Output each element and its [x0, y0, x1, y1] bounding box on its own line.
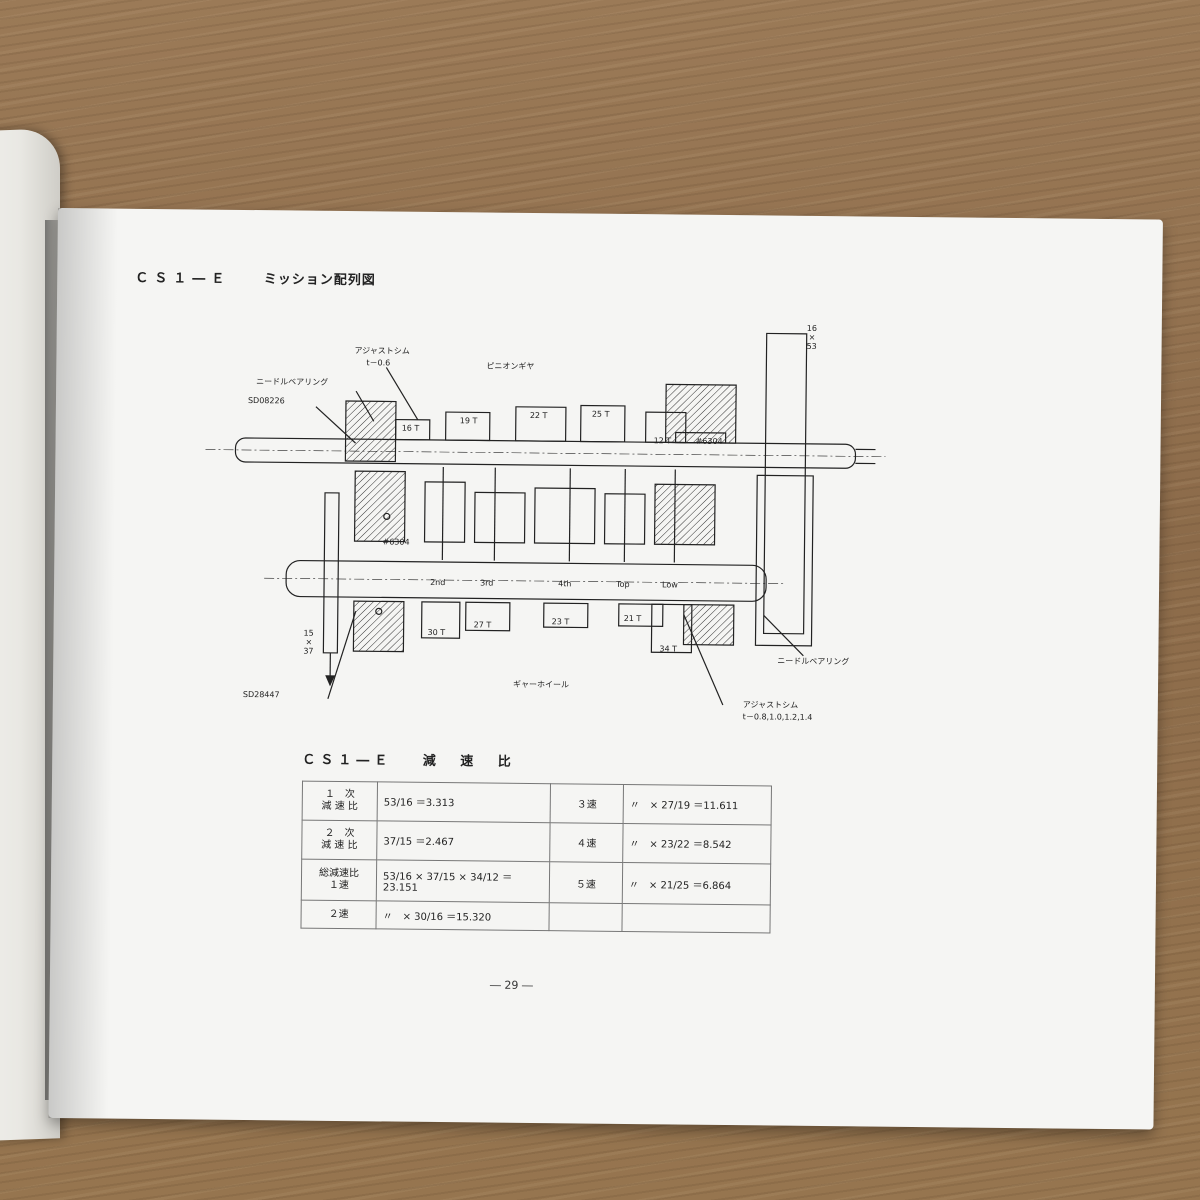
page-curl-shadow: [48, 208, 118, 1119]
ratio-title: ＣＳ１―Ｅ 減 速 比: [302, 749, 521, 770]
label-ratio-15-x: ×: [305, 637, 313, 647]
label-25t: 25 T: [591, 409, 610, 419]
row-label-line1: ２ 次: [324, 827, 355, 840]
transmission-diagram: アジャストシム t－0.6 ニードルベアリング SD08226 ピニオンギヤ 1…: [203, 310, 1027, 739]
label-adjust-shim-top: アジャストシム: [354, 346, 410, 356]
label-3rd: 3rd: [480, 578, 494, 588]
label-ratio-16-x: ×: [808, 332, 816, 342]
row-right-label: ５速: [549, 861, 623, 904]
label-low: Low: [662, 580, 678, 590]
row-right-label: [548, 903, 623, 932]
row-value: 53/16 ＝3.313: [377, 781, 551, 823]
label-adjust-shim-bottom-t: t－0.8,1.0,1.2,1.4: [742, 712, 813, 722]
row-label: ２速: [300, 900, 377, 929]
row-label-line1: ２速: [328, 908, 349, 920]
label-sd08226: SD08226: [247, 396, 285, 406]
ratio-title-text: 減 速 比: [422, 753, 521, 770]
label-22t: 22 T: [529, 410, 548, 421]
row-label: ２ 次 減 速 比: [301, 820, 378, 860]
row-label-line1: １ 次: [324, 788, 355, 801]
row-right-label: ３速: [550, 783, 624, 824]
row-label-line2: 減 速 比: [321, 839, 358, 852]
label-34t: 34 T: [659, 644, 678, 654]
page-title: ＣＳ１―Ｅ ミッション配列図: [135, 267, 376, 289]
label-adjust-shim-top-t: t－0.6: [366, 358, 391, 368]
reduction-ratio-table: １ 次 減 速 比 53/16 ＝3.313 ３速 〃 × 27/19 ＝11.…: [300, 780, 772, 934]
label-top: Top: [616, 579, 630, 590]
table-row: １ 次 減 速 比 53/16 ＝3.313 ３速 〃 × 27/19 ＝11.…: [302, 781, 772, 825]
label-pinion-gear: ピニオンギヤ: [486, 361, 535, 371]
row-label: 総減速比 １速: [301, 858, 377, 902]
label-23t: 23 T: [551, 617, 570, 627]
row-label-line2: １速: [328, 879, 349, 892]
table-row: ２ 次 減 速 比 37/15 ＝2.467 ４速 〃 × 23/22 ＝8.5…: [301, 820, 772, 864]
row-right-value: 〃 × 23/22 ＝8.542: [622, 823, 772, 864]
label-needle-bearing-top: ニードルベアリング: [256, 377, 329, 387]
row-value: 53/16 × 37/15 × 34/12 ＝23.151: [376, 859, 550, 904]
ratio-title-code: ＣＳ１―Ｅ: [302, 752, 393, 769]
transmission-drawing: [205, 332, 886, 706]
label-ratio-37: 37: [303, 646, 314, 656]
label-30t: 30 T: [427, 627, 446, 638]
label-ratio-53: 53: [806, 341, 817, 351]
upper-shaft: [234, 437, 857, 469]
label-adjust-shim-bottom: アジャストシム: [742, 700, 799, 710]
label-bearing-6304-left: #6304: [382, 537, 410, 547]
label-bearing-6304-top: #6304: [695, 436, 723, 446]
label-12t: 12 T: [653, 436, 672, 446]
label-ratio-16: 16: [806, 323, 818, 333]
row-right-value: 〃 × 27/19 ＝11.611: [623, 784, 772, 825]
table-row: 総減速比 １速 53/16 × 37/15 × 34/12 ＝23.151 ５速…: [301, 858, 771, 906]
row-value: 37/15 ＝2.467: [376, 820, 551, 862]
page-title-code: ＣＳ１―Ｅ: [135, 270, 231, 287]
page-number: ― 29 ―: [489, 978, 533, 993]
label-ratio-15: 15: [303, 628, 314, 638]
label-needle-bearing-bottom: ニードルベアリング: [777, 656, 850, 667]
row-right-label: ４速: [549, 822, 624, 863]
row-label-line2: 減 速 比: [321, 800, 358, 813]
label-gear-wheel: ギャーホイール: [512, 679, 570, 690]
label-16t: 16 T: [401, 423, 420, 433]
label-4th: 4th: [558, 579, 572, 589]
row-right-value: 〃 × 21/25 ＝6.864: [622, 862, 771, 906]
row-label: １ 次 減 速 比: [302, 781, 378, 821]
label-21t: 21 T: [623, 613, 642, 624]
row-value: 〃 × 30/16 ＝15.320: [375, 901, 550, 931]
label-2nd: 2nd: [430, 577, 446, 588]
label-sd28447: SD28447: [242, 689, 280, 700]
table-row: ２速 〃 × 30/16 ＝15.320: [300, 900, 771, 933]
page-title-text: ミッション配列図: [263, 272, 376, 289]
row-right-value: [621, 903, 771, 933]
label-19t: 19 T: [459, 416, 478, 426]
label-27t: 27 T: [473, 620, 492, 630]
manual-page: ＣＳ１―Ｅ ミッション配列図: [48, 208, 1163, 1130]
row-label-line1: 総減速比: [318, 867, 360, 880]
